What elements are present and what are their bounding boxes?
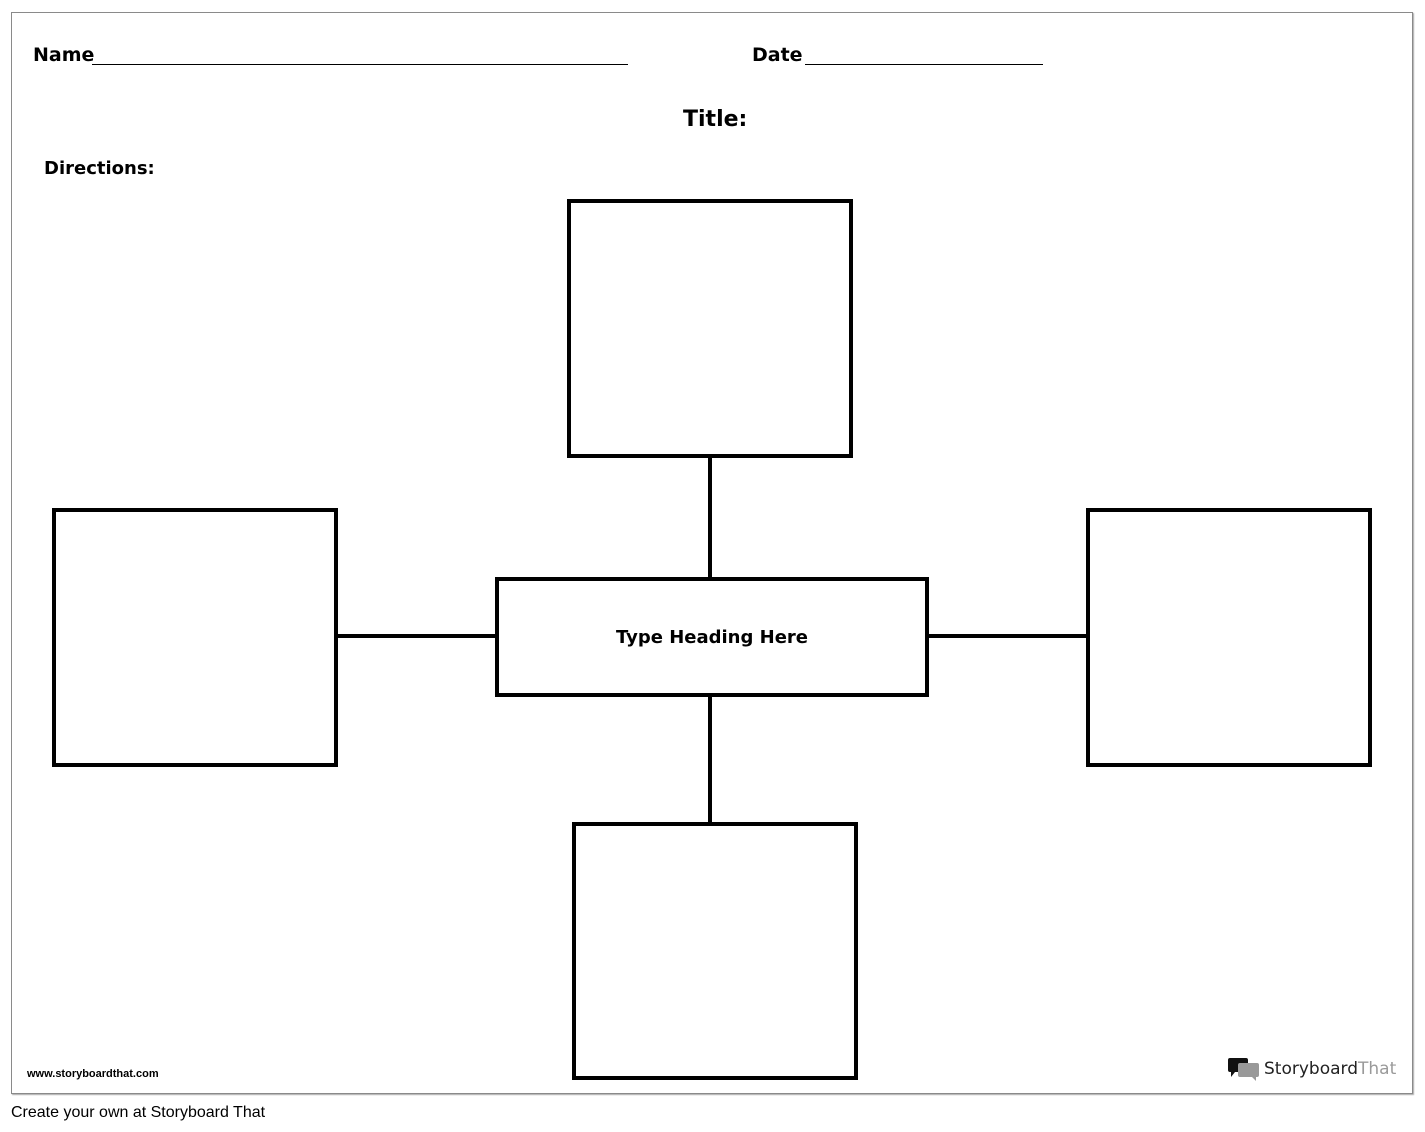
center-heading: Type Heading Here bbox=[615, 626, 809, 648]
name-field[interactable] bbox=[92, 64, 628, 65]
create-your-own-link[interactable]: Create your own at Storyboard That bbox=[11, 1104, 266, 1121]
logo-text-that: That bbox=[1358, 1059, 1397, 1079]
date-label: Date bbox=[752, 44, 803, 66]
worksheet-page bbox=[11, 12, 1413, 1094]
top-box[interactable] bbox=[567, 199, 853, 458]
logo-text-storyboard: Storyboard bbox=[1264, 1059, 1358, 1079]
title-label: Title: bbox=[683, 107, 748, 132]
connector-bottom bbox=[708, 694, 712, 824]
left-box[interactable] bbox=[52, 508, 338, 767]
date-field[interactable] bbox=[805, 64, 1043, 65]
connector-right bbox=[926, 634, 1088, 638]
center-heading-box[interactable]: Type Heading Here bbox=[495, 577, 929, 697]
right-box[interactable] bbox=[1086, 508, 1372, 767]
bottom-box[interactable] bbox=[572, 822, 858, 1080]
directions-label: Directions: bbox=[44, 158, 155, 179]
website-url: www.storyboardthat.com bbox=[27, 1068, 159, 1080]
storyboardthat-logo: StoryboardThat bbox=[1228, 1056, 1396, 1082]
connector-top bbox=[708, 455, 712, 579]
connector-left bbox=[335, 634, 497, 638]
name-label: Name bbox=[33, 44, 95, 66]
speech-bubbles-icon bbox=[1228, 1058, 1259, 1081]
